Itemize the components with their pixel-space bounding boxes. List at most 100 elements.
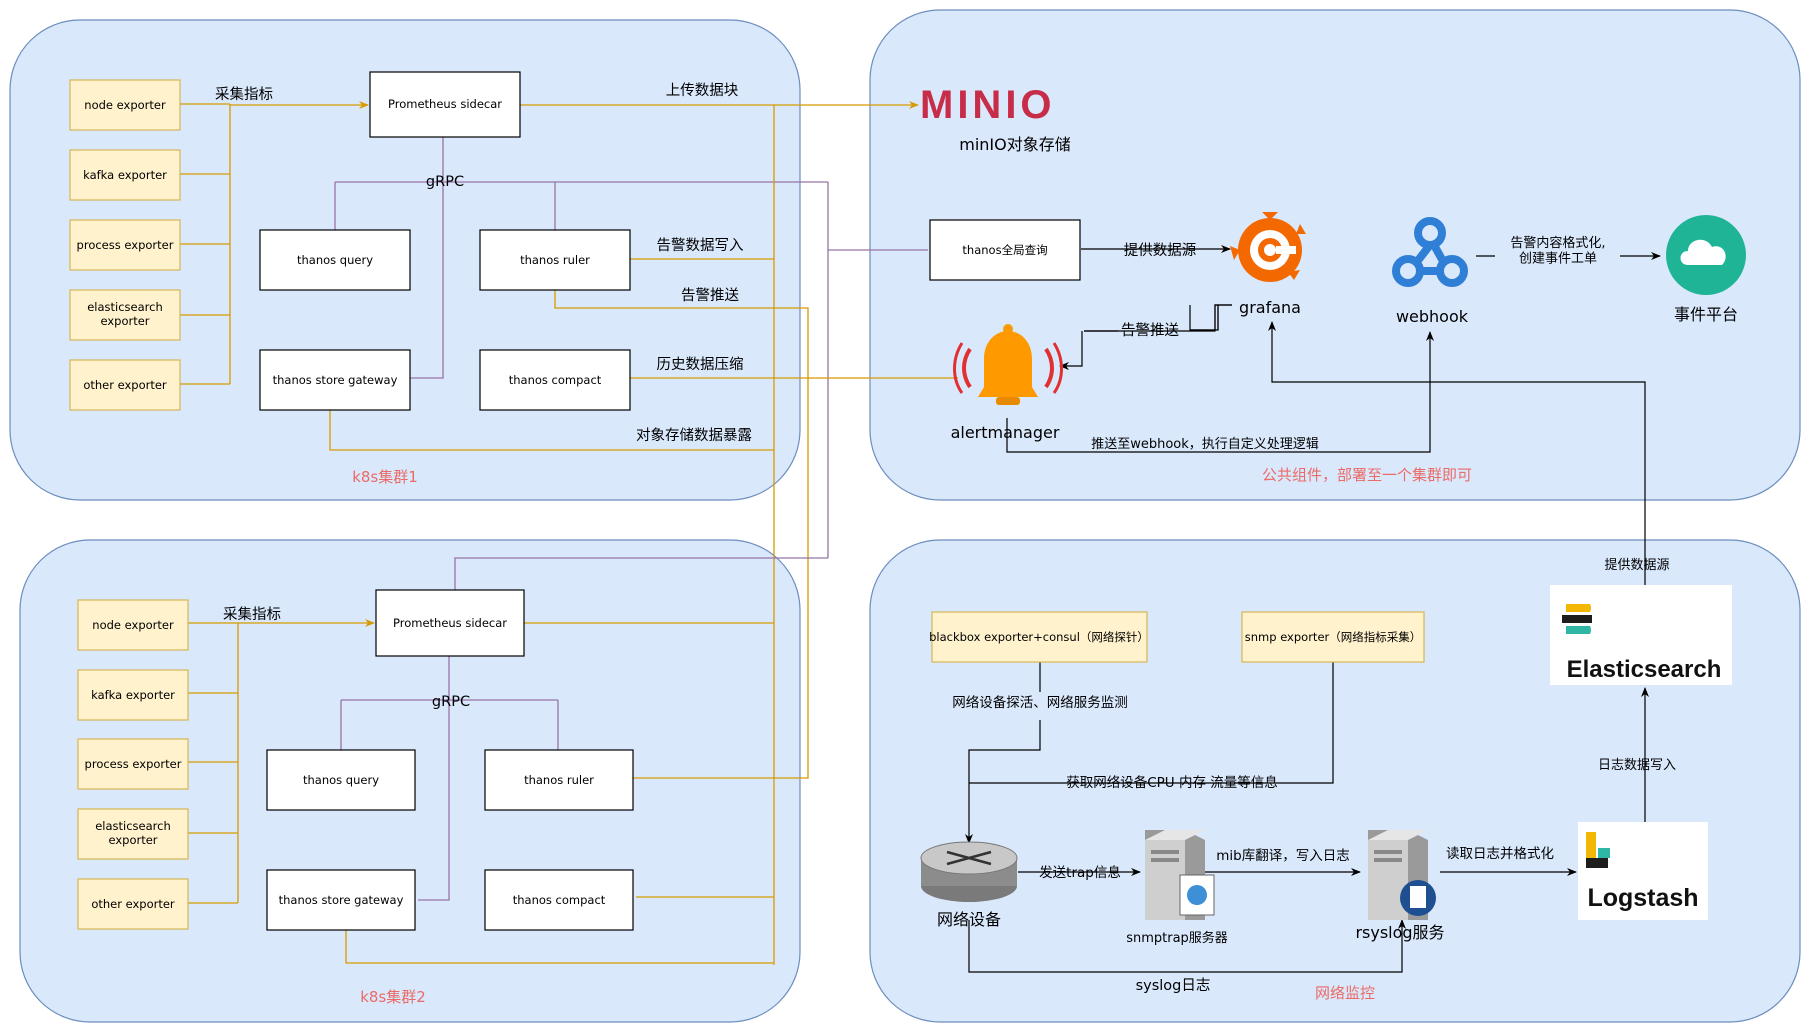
c1-thanos-store-gateway-box[interactable] xyxy=(259,349,411,411)
c1-upload-label: 上传数据块 xyxy=(666,82,739,99)
c1-thanos-store-gateway-label: thanos store gateway xyxy=(273,373,398,387)
c2-grpc-label: gRPC xyxy=(432,694,470,710)
c1-collect-label: 采集指标 xyxy=(215,86,273,103)
c1-other-exporter-label: other exporter xyxy=(83,378,167,392)
common-connectors xyxy=(1006,245,1661,585)
thanos-global-query-box[interactable] xyxy=(929,219,1081,281)
c2-thanos-store-gateway-box[interactable] xyxy=(266,869,416,931)
c2-thanos-compact-box[interactable] xyxy=(484,869,634,931)
c1-other-exporter-box[interactable] xyxy=(69,359,181,411)
c2-thanos-compact-label: thanos compact xyxy=(513,893,606,907)
c1-thanos-query-box[interactable] xyxy=(259,229,411,291)
snmptrap-server-icon[interactable] xyxy=(1145,830,1215,920)
alarm-bell-icon[interactable] xyxy=(953,324,1063,405)
cluster2-exporters: node exporter kafka exporter process exp… xyxy=(77,599,189,930)
cluster1-title: k8s集群1 xyxy=(352,468,418,486)
syslog-label: syslog日志 xyxy=(1136,977,1211,994)
to-webhook-label: 推送至webhook，执行自定义处理逻辑 xyxy=(1091,437,1319,452)
c2-other-exporter-box[interactable] xyxy=(77,878,189,930)
grafana-label: grafana xyxy=(1239,298,1301,317)
logstash-logo[interactable]: Logstash xyxy=(1586,832,1699,912)
grafana-icon[interactable] xyxy=(1230,212,1306,282)
webhook-icon[interactable] xyxy=(1392,217,1468,287)
rsyslog-server-icon[interactable] xyxy=(1368,830,1436,920)
c1-process-exporter-label: process exporter xyxy=(77,238,174,252)
c1-prometheus-sidecar-box[interactable] xyxy=(369,71,521,138)
c1-thanos-query-label: thanos query xyxy=(297,253,373,267)
cluster1-connectors xyxy=(180,101,958,965)
router-icon[interactable] xyxy=(920,841,1018,902)
c2-node-exporter-box[interactable] xyxy=(77,599,189,651)
common-alert-push-label: 告警推送 xyxy=(1121,322,1179,339)
snmp-exporter-box[interactable] xyxy=(1241,611,1425,663)
logstash-logo-text: Logstash xyxy=(1587,884,1698,912)
datasource-label: 提供数据源 xyxy=(1124,242,1197,259)
c1-alert-push-label: 告警推送 xyxy=(681,287,739,304)
cloud-icon[interactable] xyxy=(1666,215,1746,295)
network-device-label: 网络设备 xyxy=(937,910,1001,929)
c2-thanos-store-gateway-label: thanos store gateway xyxy=(279,893,404,907)
c1-kafka-exporter-box[interactable] xyxy=(69,149,181,201)
c2-thanos-query-label: thanos query xyxy=(303,773,379,787)
mib-label: mib库翻译，写入日志 xyxy=(1216,848,1349,864)
c1-thanos-compact-box[interactable] xyxy=(479,349,631,411)
c1-thanos-ruler-box[interactable] xyxy=(479,229,631,291)
c1-node-exporter-box[interactable] xyxy=(69,79,181,131)
event-platform-label: 事件平台 xyxy=(1674,305,1738,324)
probe-label: 网络设备探活、网络服务监测 xyxy=(952,694,1128,711)
c1-prometheus-sidecar-label: Prometheus sidecar xyxy=(388,97,502,111)
c1-thanos-ruler-label: thanos ruler xyxy=(520,253,590,267)
es-datasource-label: 提供数据源 xyxy=(1604,557,1669,573)
trap-label: 发送trap信息 xyxy=(1039,864,1121,881)
logstash-logo-bg xyxy=(1578,822,1708,920)
c1-kafka-exporter-label: kafka exporter xyxy=(83,168,167,182)
c1-expose-label: 对象存储数据暴露 xyxy=(636,427,752,444)
c2-prometheus-sidecar-label: Prometheus sidecar xyxy=(393,616,507,630)
snmp-exporter-label: snmp exporter（网络指标采集） xyxy=(1245,630,1422,644)
read-label: 读取日志并格式化 xyxy=(1446,846,1554,862)
c2-thanos-ruler-box[interactable] xyxy=(484,749,634,811)
c1-process-exporter-box[interactable] xyxy=(69,219,181,271)
c1-grpc-label: gRPC xyxy=(426,174,464,190)
cluster2-title: k8s集群2 xyxy=(360,988,426,1006)
rsyslog-label: rsyslog服务 xyxy=(1355,923,1444,942)
c1-alert-write-label: 告警数据写入 xyxy=(657,237,744,254)
c2-elasticsearch-exporter-box[interactable] xyxy=(77,808,189,860)
elasticsearch-logo-bg xyxy=(1550,585,1732,685)
blackbox-exporter-label: blackbox exporter+consul（网络探针） xyxy=(929,630,1149,644)
common-panel xyxy=(869,9,1801,501)
cluster1-exporters: node exporter kafka exporter process exp… xyxy=(69,79,181,411)
c2-process-exporter-box[interactable] xyxy=(77,738,189,790)
minio-label: minIO对象存储 xyxy=(959,135,1071,154)
c2-collect-label: 采集指标 xyxy=(223,606,281,623)
c2-kafka-exporter-label: kafka exporter xyxy=(91,688,175,702)
c1-thanos-compact-label: thanos compact xyxy=(509,373,602,387)
elasticsearch-logo[interactable]: Elasticsearch xyxy=(1562,604,1721,683)
blackbox-exporter-box[interactable] xyxy=(931,611,1148,663)
network-connectors xyxy=(965,662,1649,973)
c2-thanos-ruler-label: thanos ruler xyxy=(524,773,594,787)
snmptrap-server-label: snmptrap服务器 xyxy=(1126,930,1228,946)
format-label: 告警内容格式化,创建事件工单 xyxy=(1510,235,1605,267)
thanos-global-query-label: thanos全局查询 xyxy=(962,243,1047,257)
c2-node-exporter-label: node exporter xyxy=(92,618,174,632)
minio-logo-text: MINIO xyxy=(920,83,1056,127)
c1-elasticsearch-exporter-box[interactable] xyxy=(69,289,181,341)
c1-compress-label: 历史数据压缩 xyxy=(657,356,744,373)
c2-kafka-exporter-box[interactable] xyxy=(77,669,189,721)
c2-prometheus-sidecar-box[interactable] xyxy=(375,589,525,657)
webhook-label: webhook xyxy=(1396,307,1469,326)
cpu-label: 获取网络设备CPU 内存 流量等信息 xyxy=(1066,774,1278,791)
common-title: 公共组件，部署至一个集群即可 xyxy=(1262,466,1472,484)
c2-other-exporter-label: other exporter xyxy=(91,897,175,911)
cluster2-connectors xyxy=(188,557,828,964)
es-logo-text: Elasticsearch xyxy=(1567,656,1722,683)
c1-node-exporter-label: node exporter xyxy=(84,98,166,112)
alertmanager-label: alertmanager xyxy=(951,423,1060,442)
c2-process-exporter-label: process exporter xyxy=(85,757,182,771)
c2-thanos-query-box[interactable] xyxy=(266,749,416,811)
minio-logo: MINIO xyxy=(920,83,1056,127)
